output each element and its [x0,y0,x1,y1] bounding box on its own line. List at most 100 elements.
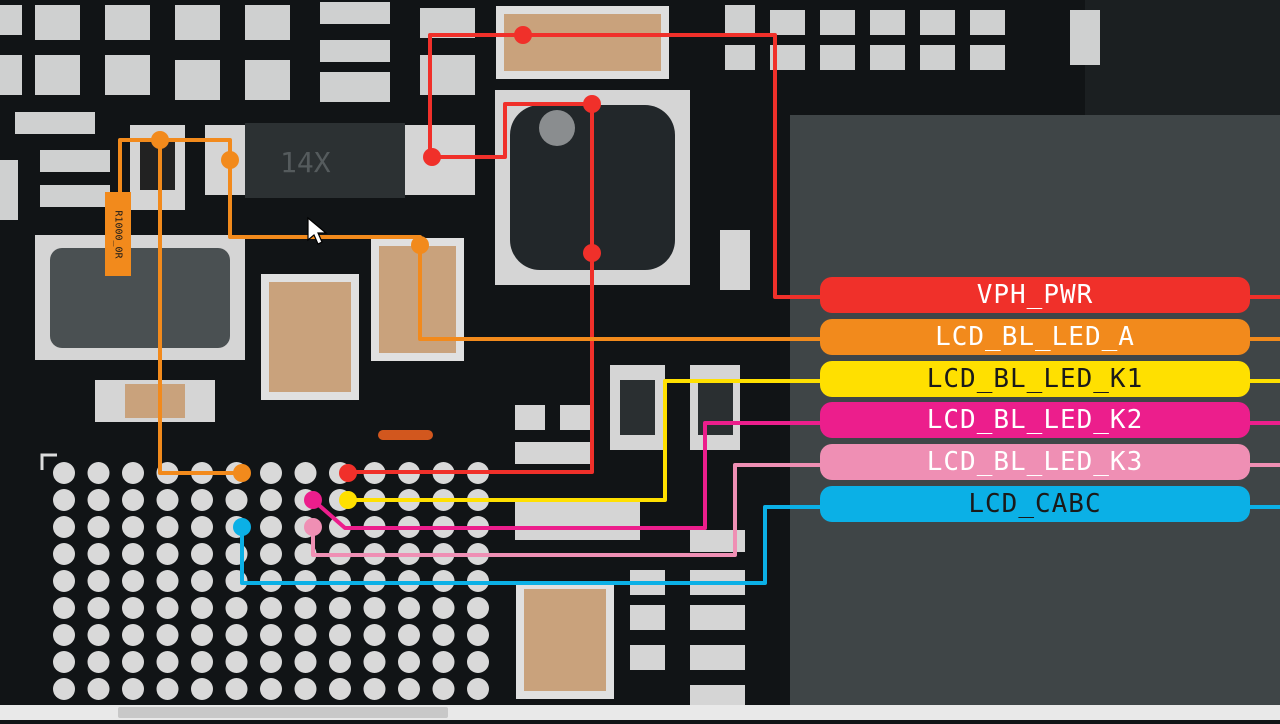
bga-ball [87,570,110,592]
scrollbar-thumb[interactable] [118,707,448,718]
trace-node-lcd-bl-led-a [151,131,169,149]
net-label-vph-pwr-text: VPH_PWR [976,280,1094,310]
bga-ball [398,624,420,646]
power-inductor [50,248,230,348]
bga-ball [87,678,110,700]
horizontal-scrollbar[interactable] [0,705,1280,720]
bga-corner-mark [40,453,57,470]
net-label-lcd-bl-led-a: LCD_BL_LED_A [820,319,1250,355]
bga-ball [363,597,386,619]
trace-vph-pwr [348,33,1280,474]
bga-ball [260,543,282,565]
bga-ball [329,597,351,619]
bga-ball [122,462,144,484]
bga-ball [225,489,248,511]
bga-ball [432,678,455,700]
bga-ball [122,570,144,592]
bga-ball [87,624,110,646]
bga-ball [191,597,213,619]
resistor-lower-body [125,384,185,418]
bga-ball [191,516,213,538]
bga-ball [87,489,110,511]
trace-node-lcd-bl-led-a [221,151,239,169]
net-label-lcd-bl-led-a-text: LCD_BL_LED_A [935,322,1135,352]
bga-ball [53,651,75,673]
trace-node-vph-pwr [583,244,601,262]
bga-ball [225,624,248,646]
inductor-marker [539,110,575,146]
net-label-lcd-bl-led-k2: LCD_BL_LED_K2 [820,402,1250,438]
trace-node-lcd-cabc [233,518,251,536]
bga-ball [53,462,75,484]
bga-ball [294,651,317,673]
bga-ball [260,489,282,511]
trace-node-lcd-bl-led-a [233,464,251,482]
bga-ball [432,597,455,619]
bga-ball [260,462,282,484]
bga-ball [225,543,248,565]
bga-ball [191,651,213,673]
bga-ball [467,624,489,646]
bga-ball [225,651,248,673]
bga-ball [398,678,420,700]
bga-ball [363,651,386,673]
bga-ball [294,462,317,484]
bga-ball [156,678,179,700]
trace-node-vph-pwr [583,95,601,113]
bga-ball [87,462,110,484]
bga-ball [87,543,110,565]
bga-ball [260,624,282,646]
bga-ball [53,489,75,511]
bga-ball [260,516,282,538]
net-label-lcd-bl-led-k1: LCD_BL_LED_K1 [820,361,1250,397]
bga-ball [156,651,179,673]
bga-ball [294,678,317,700]
bga-ball [191,543,213,565]
trace-lcd-bl-led-a [158,138,1280,475]
trace-node-lcd-bl-led-k2 [304,491,322,509]
net-label-lcd-cabc: LCD_CABC [820,486,1250,522]
bga-ball [122,678,144,700]
bga-ball [156,570,179,592]
bga-ball [432,624,455,646]
bga-ball [122,516,144,538]
bga-ball [156,516,179,538]
diode-body [245,123,405,198]
bga-ball [467,651,489,673]
trace-node-vph-pwr [423,148,441,166]
capacitor-mid-1 [261,274,359,400]
mouse-cursor-icon [307,216,328,245]
net-label-lcd-cabc-text: LCD_CABC [968,489,1102,519]
net-label-lcd-bl-led-k2-text: LCD_BL_LED_K2 [926,405,1144,435]
trace-node-lcd-bl-led-k1 [339,491,357,509]
bga-ball [363,624,386,646]
bga-ball [122,651,144,673]
trace-lcd-bl-led-a [118,138,160,192]
ic-marking-text: 14X [280,146,331,179]
bga-ball [191,624,213,646]
bga-ball [260,651,282,673]
trace-node-vph-pwr [514,26,532,44]
bga-ball [225,678,248,700]
copper-trace-mark [378,430,433,440]
bga-ball [122,543,144,565]
bga-ball [329,624,351,646]
bga-ball [294,624,317,646]
bga-ball-grid [53,462,489,700]
bga-ball [53,543,75,565]
bga-ball [398,651,420,673]
bga-ball [156,543,179,565]
bga-ball [467,597,489,619]
resistor-label-text: R1000_0R [112,209,124,259]
bga-ball [432,651,455,673]
net-label-lcd-bl-led-k3: LCD_BL_LED_K3 [820,444,1250,480]
capacitor-lower [516,581,614,699]
bga-ball [156,489,179,511]
bga-ball [225,597,248,619]
bga-ball [398,597,420,619]
trace-node-lcd-bl-led-a [411,236,429,254]
net-label-lcd-bl-led-k3-text: LCD_BL_LED_K3 [926,447,1144,477]
trace-node-lcd-bl-led-k3 [304,518,322,536]
